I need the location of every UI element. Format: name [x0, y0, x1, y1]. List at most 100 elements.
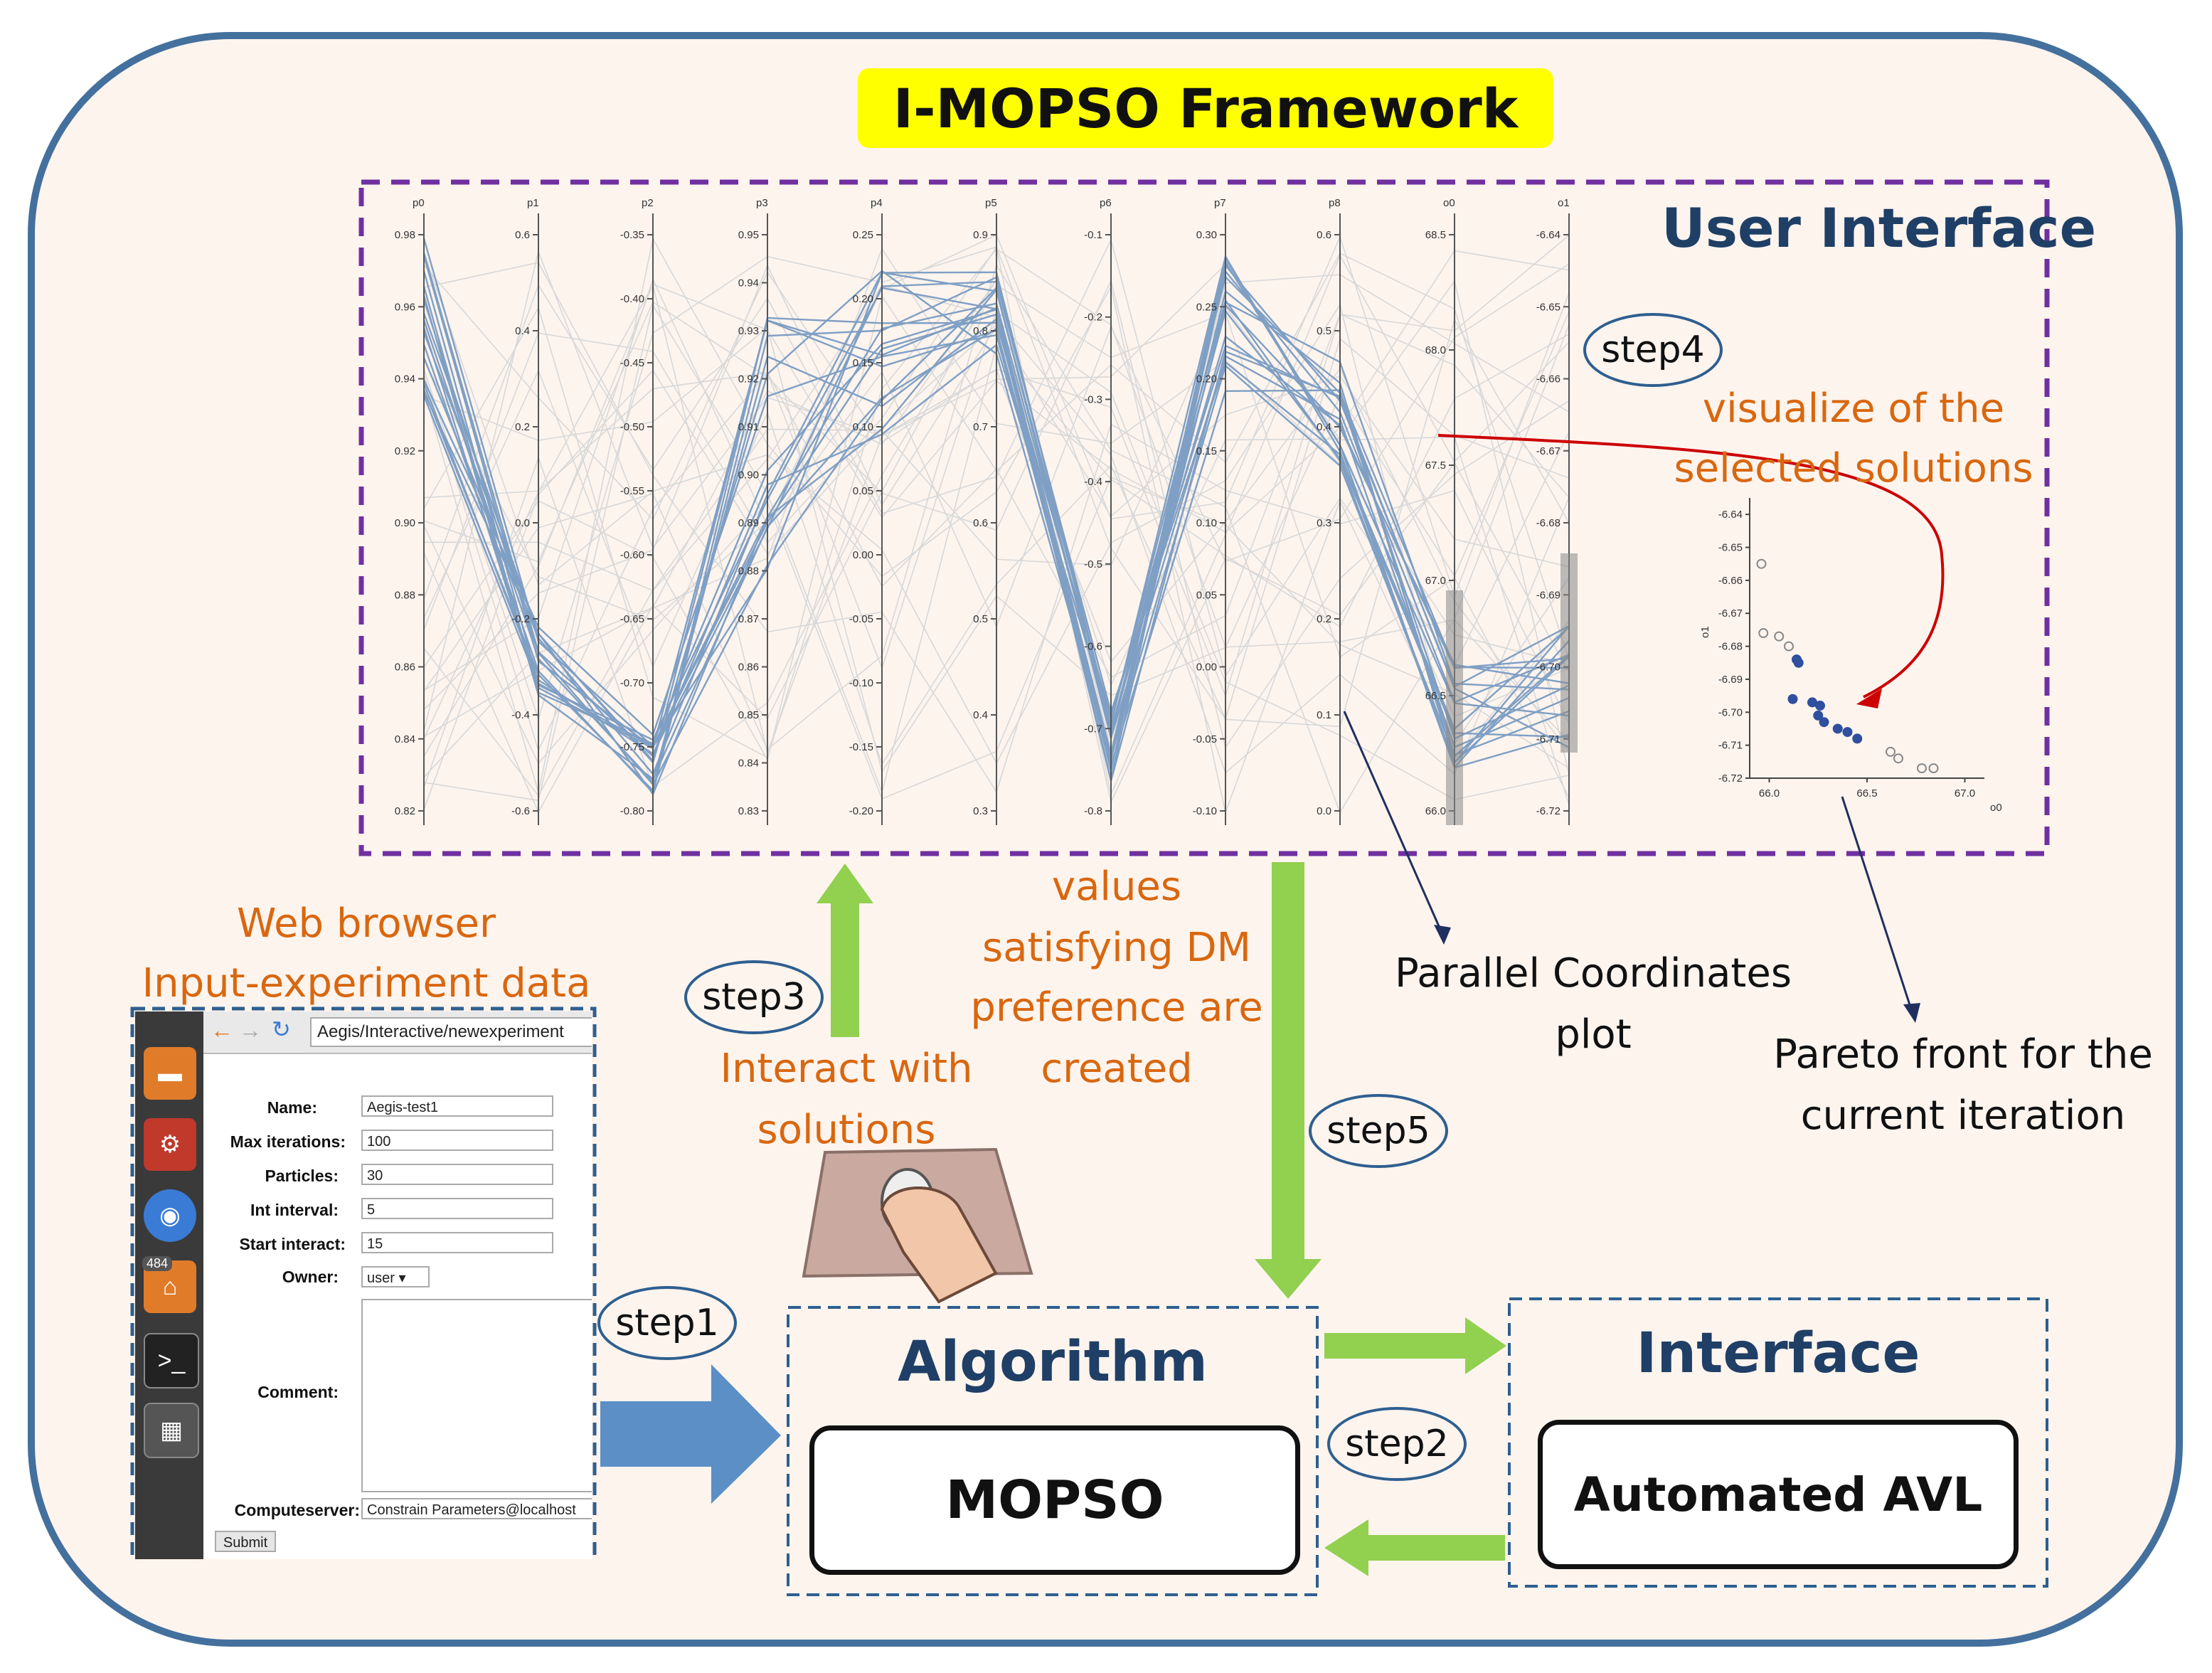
tick-label: 0.98 — [395, 229, 415, 241]
selected-point[interactable] — [1793, 657, 1804, 668]
step4-caption-line1: visualize of the — [1702, 386, 2005, 432]
browser-caption-line2: Input-experiment data — [142, 960, 591, 1007]
step2-right-arrow-head — [1465, 1317, 1506, 1374]
scatter-y-tick: -6.70 — [1718, 706, 1743, 718]
tick-label: -0.70 — [620, 677, 644, 689]
tick-label: 0.86 — [738, 662, 759, 674]
tick-label: 0.9 — [973, 229, 988, 241]
tick-label: 0.93 — [738, 325, 759, 337]
tick-label: 0.6 — [973, 517, 988, 529]
scatter-point[interactable] — [1928, 763, 1939, 774]
tick-label: 0.95 — [738, 229, 759, 241]
tick-label: -0.6 — [1084, 641, 1102, 653]
particles-input[interactable]: 30 — [361, 1164, 553, 1185]
start-interact-input[interactable]: 15 — [361, 1232, 553, 1253]
owner-label: Owner: — [282, 1268, 339, 1286]
axis-label-p5: p5 — [985, 197, 997, 209]
tick-label: -0.4 — [511, 709, 530, 721]
tick-label: -6.66 — [1536, 373, 1560, 386]
scatter-point[interactable] — [1756, 558, 1767, 569]
tick-label: 0.05 — [1196, 589, 1217, 601]
tick-label: -0.10 — [1193, 805, 1217, 817]
name-input[interactable]: Aegis-test1 — [361, 1095, 553, 1117]
terminal-icon[interactable]: >_ — [144, 1333, 199, 1388]
workspace-icon[interactable]: ▦ — [144, 1403, 199, 1458]
tick-label: 0.05 — [853, 485, 873, 497]
tick-label: 0.8 — [973, 325, 988, 337]
step2-right-arrow-shaft — [1324, 1333, 1467, 1359]
selected-point[interactable] — [1819, 717, 1829, 728]
values-caption-line1: values — [1051, 864, 1182, 910]
selected-point[interactable] — [1787, 694, 1798, 704]
tick-label: 0.84 — [395, 733, 415, 745]
tick-label: 0.20 — [853, 293, 873, 305]
scatter-y-tick: -6.65 — [1718, 542, 1743, 554]
step2-left-arrow-shaft — [1367, 1535, 1505, 1561]
tick-label: -0.2 — [1084, 312, 1102, 324]
tick-label: -6.68 — [1536, 517, 1560, 529]
browser-caption-line1: Web browser — [237, 901, 496, 947]
selected-point[interactable] — [1813, 710, 1824, 721]
name-label: Name: — [267, 1098, 317, 1117]
int-interval-input[interactable]: 5 — [361, 1198, 553, 1219]
step2-badge: step2 — [1327, 1407, 1467, 1481]
tick-label: 0.4 — [973, 709, 988, 721]
owner-select[interactable]: user ▾ — [361, 1266, 430, 1287]
interact-caption-line2: solutions — [757, 1107, 936, 1153]
tick-label: -0.8 — [1084, 805, 1102, 817]
pareto-pointer-line — [1841, 796, 1915, 1016]
tick-label: 0.25 — [853, 229, 873, 241]
tick-label: 0.0 — [1317, 805, 1331, 817]
chromium-icon[interactable]: ◉ — [144, 1189, 196, 1242]
selected-point[interactable] — [1815, 701, 1825, 711]
o0-brush[interactable] — [1446, 590, 1463, 825]
notification-badge: 484 — [142, 1256, 173, 1271]
scatter-x-tick: 67.0 — [1955, 787, 1975, 800]
tick-label: 0.84 — [738, 758, 759, 770]
reload-icon[interactable]: ↻ — [272, 1016, 291, 1042]
scatter-point[interactable] — [1886, 746, 1895, 757]
step5-arrow-head — [1255, 1259, 1322, 1299]
selected-point[interactable] — [1852, 733, 1863, 744]
tick-label: 0.89 — [738, 517, 759, 529]
tick-label: -6.64 — [1536, 229, 1560, 241]
algorithm-title: Algorithm — [898, 1330, 1208, 1394]
address-bar[interactable]: Aegis/Interactive/newexperiment — [310, 1017, 592, 1047]
tick-label: 0.0 — [515, 517, 530, 529]
axis-label-p4: p4 — [871, 197, 883, 209]
tick-label: -6.65 — [1536, 301, 1560, 313]
tick-label: 66.0 — [1425, 805, 1446, 817]
parallel-caption-line2: plot — [1555, 1011, 1632, 1058]
step4-caption-line2: selected solutions — [1674, 445, 2033, 492]
scatter-point[interactable] — [1758, 628, 1769, 639]
tick-label: 0.6 — [515, 229, 530, 241]
selected-point[interactable] — [1842, 727, 1853, 738]
scatter-point[interactable] — [1784, 641, 1794, 652]
algorithm-dashed-box — [787, 1306, 1319, 1596]
o1-brush[interactable] — [1560, 553, 1578, 753]
scatter-point[interactable] — [1893, 753, 1903, 764]
comment-textarea[interactable] — [361, 1299, 592, 1492]
selected-point[interactable] — [1832, 723, 1843, 734]
computeserver-select[interactable]: Constrain Parameters@localhost — [361, 1498, 592, 1519]
tick-label: -0.05 — [849, 613, 873, 625]
user-interface-box — [358, 179, 2050, 856]
tick-label: -0.80 — [620, 805, 644, 817]
max-iterations-input[interactable]: 100 — [361, 1130, 553, 1151]
back-icon[interactable]: ← — [211, 1017, 233, 1043]
settings-icon[interactable]: ⚙ — [144, 1118, 196, 1171]
particles-label: Particles: — [265, 1167, 339, 1185]
step1-arrow — [600, 1364, 781, 1504]
scatter-point[interactable] — [1917, 763, 1927, 774]
files-icon[interactable]: ▬ — [144, 1047, 196, 1100]
scatter-point[interactable] — [1774, 631, 1785, 642]
submit-button[interactable]: Submit — [215, 1531, 276, 1552]
step1-badge: step1 — [597, 1286, 737, 1360]
tick-label: 0.20 — [1196, 373, 1217, 386]
computeserver-label: Computeserver: — [234, 1501, 360, 1519]
visualize-arrow — [1437, 434, 1945, 699]
forward-icon[interactable]: → — [239, 1017, 262, 1043]
axis-label-p8: p8 — [1329, 197, 1341, 209]
tick-label: -0.7 — [1084, 723, 1102, 735]
step5-badge: step5 — [1309, 1094, 1448, 1168]
